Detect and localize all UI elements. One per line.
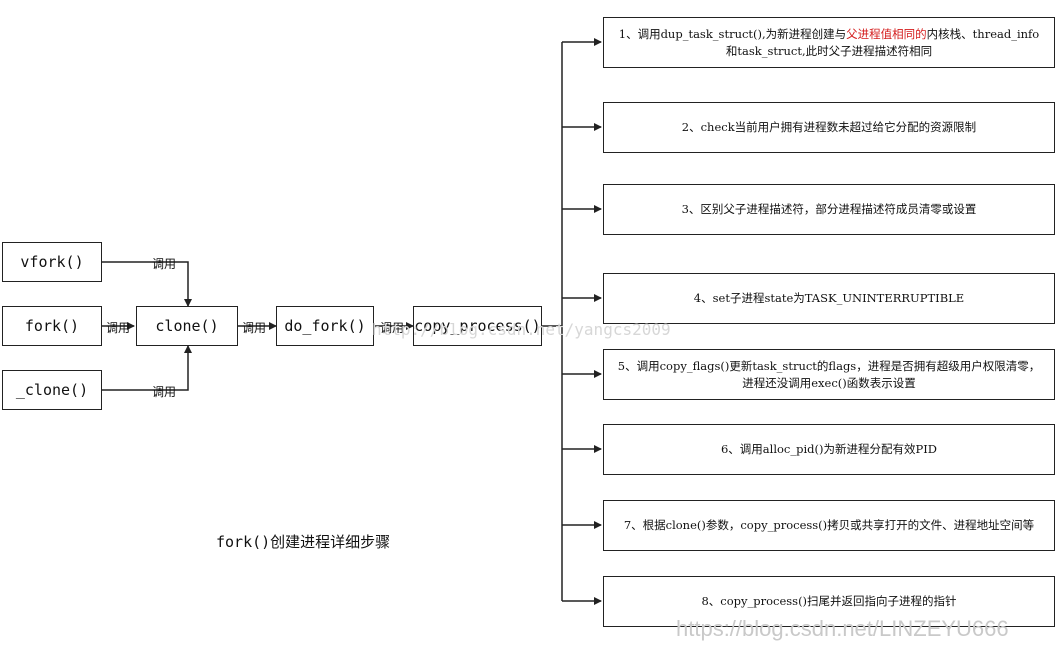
- step-1-box: 1、调用dup_task_struct(),为新进程创建与父进程值相同的内核栈、…: [603, 17, 1055, 68]
- diagram-caption: fork()创建进程详细步骤: [216, 533, 391, 551]
- step-4-box: 4、set子进程state为TASK_UNINTERRUPTIBLE: [603, 273, 1055, 324]
- internal-clone-box: _clone(): [2, 370, 102, 410]
- step-6-box: 6、调用alloc_pid()为新进程分配有效PID: [603, 424, 1055, 475]
- step-3-text: 3、区别父子进程描述符，部分进程描述符成员清零或设置: [681, 202, 977, 216]
- call-label-fork: 调用: [106, 321, 131, 335]
- edge-internal-clone-clone: [102, 345, 192, 391]
- vfork-label: vfork(): [20, 253, 84, 271]
- step-7-text: 7、根据clone()参数，copy_process()拷贝或共享打开的文件、进…: [623, 518, 1035, 532]
- step-8-text: 8、copy_process()扫尾并返回指向子进程的指针: [701, 594, 957, 608]
- step-5-box: 5、调用copy_flags()更新task_struct的flags，进程是否…: [603, 349, 1055, 400]
- fork-label: fork(): [24, 317, 80, 335]
- step-2-text: 2、check当前用户拥有进程数未超过给它分配的资源限制: [681, 120, 977, 134]
- clone-label: clone(): [155, 317, 219, 335]
- copy-process-label: copy_process(): [414, 317, 541, 335]
- internal-clone-label: _clone(): [15, 381, 89, 399]
- clone-box: clone(): [136, 306, 238, 346]
- call-label-internal-clone: 调用: [152, 385, 177, 399]
- step-3-box: 3、区别父子进程描述符，部分进程描述符成员清零或设置: [603, 184, 1055, 235]
- step-4-text: 4、set子进程state为TASK_UNINTERRUPTIBLE: [693, 291, 965, 305]
- step-5-text: 5、调用copy_flags()更新task_struct的flags，进程是否…: [617, 358, 1041, 390]
- do-fork-box: do_fork(): [276, 306, 374, 346]
- step-7-box: 7、根据clone()参数，copy_process()拷贝或共享打开的文件、进…: [603, 500, 1055, 551]
- copy-process-box: copy_process(): [413, 306, 542, 346]
- step-8-box: 8、copy_process()扫尾并返回指向子进程的指针: [603, 576, 1055, 627]
- call-label-vfork: 调用: [152, 257, 177, 271]
- fork-box: fork(): [2, 306, 102, 346]
- call-label-clone: 调用: [242, 321, 267, 335]
- watermark-center: http://blog.csdn.net/yangcs2009: [372, 320, 671, 339]
- watermark-bottom: https://blog.csdn.net/LINZEYU666: [676, 616, 1009, 641]
- call-label-do-fork: 调用: [380, 321, 405, 335]
- step-1-highlight: 父进程值相同的: [846, 26, 927, 41]
- do-fork-label: do_fork(): [284, 317, 366, 335]
- step-1-text: 1、调用dup_task_struct(),为新进程创建与父进程值相同的内核栈、…: [618, 26, 1040, 58]
- step-6-text: 6、调用alloc_pid()为新进程分配有效PID: [720, 442, 938, 456]
- edge-vfork-clone: [102, 261, 192, 307]
- step-2-box: 2、check当前用户拥有进程数未超过给它分配的资源限制: [603, 102, 1055, 153]
- vfork-box: vfork(): [2, 242, 102, 282]
